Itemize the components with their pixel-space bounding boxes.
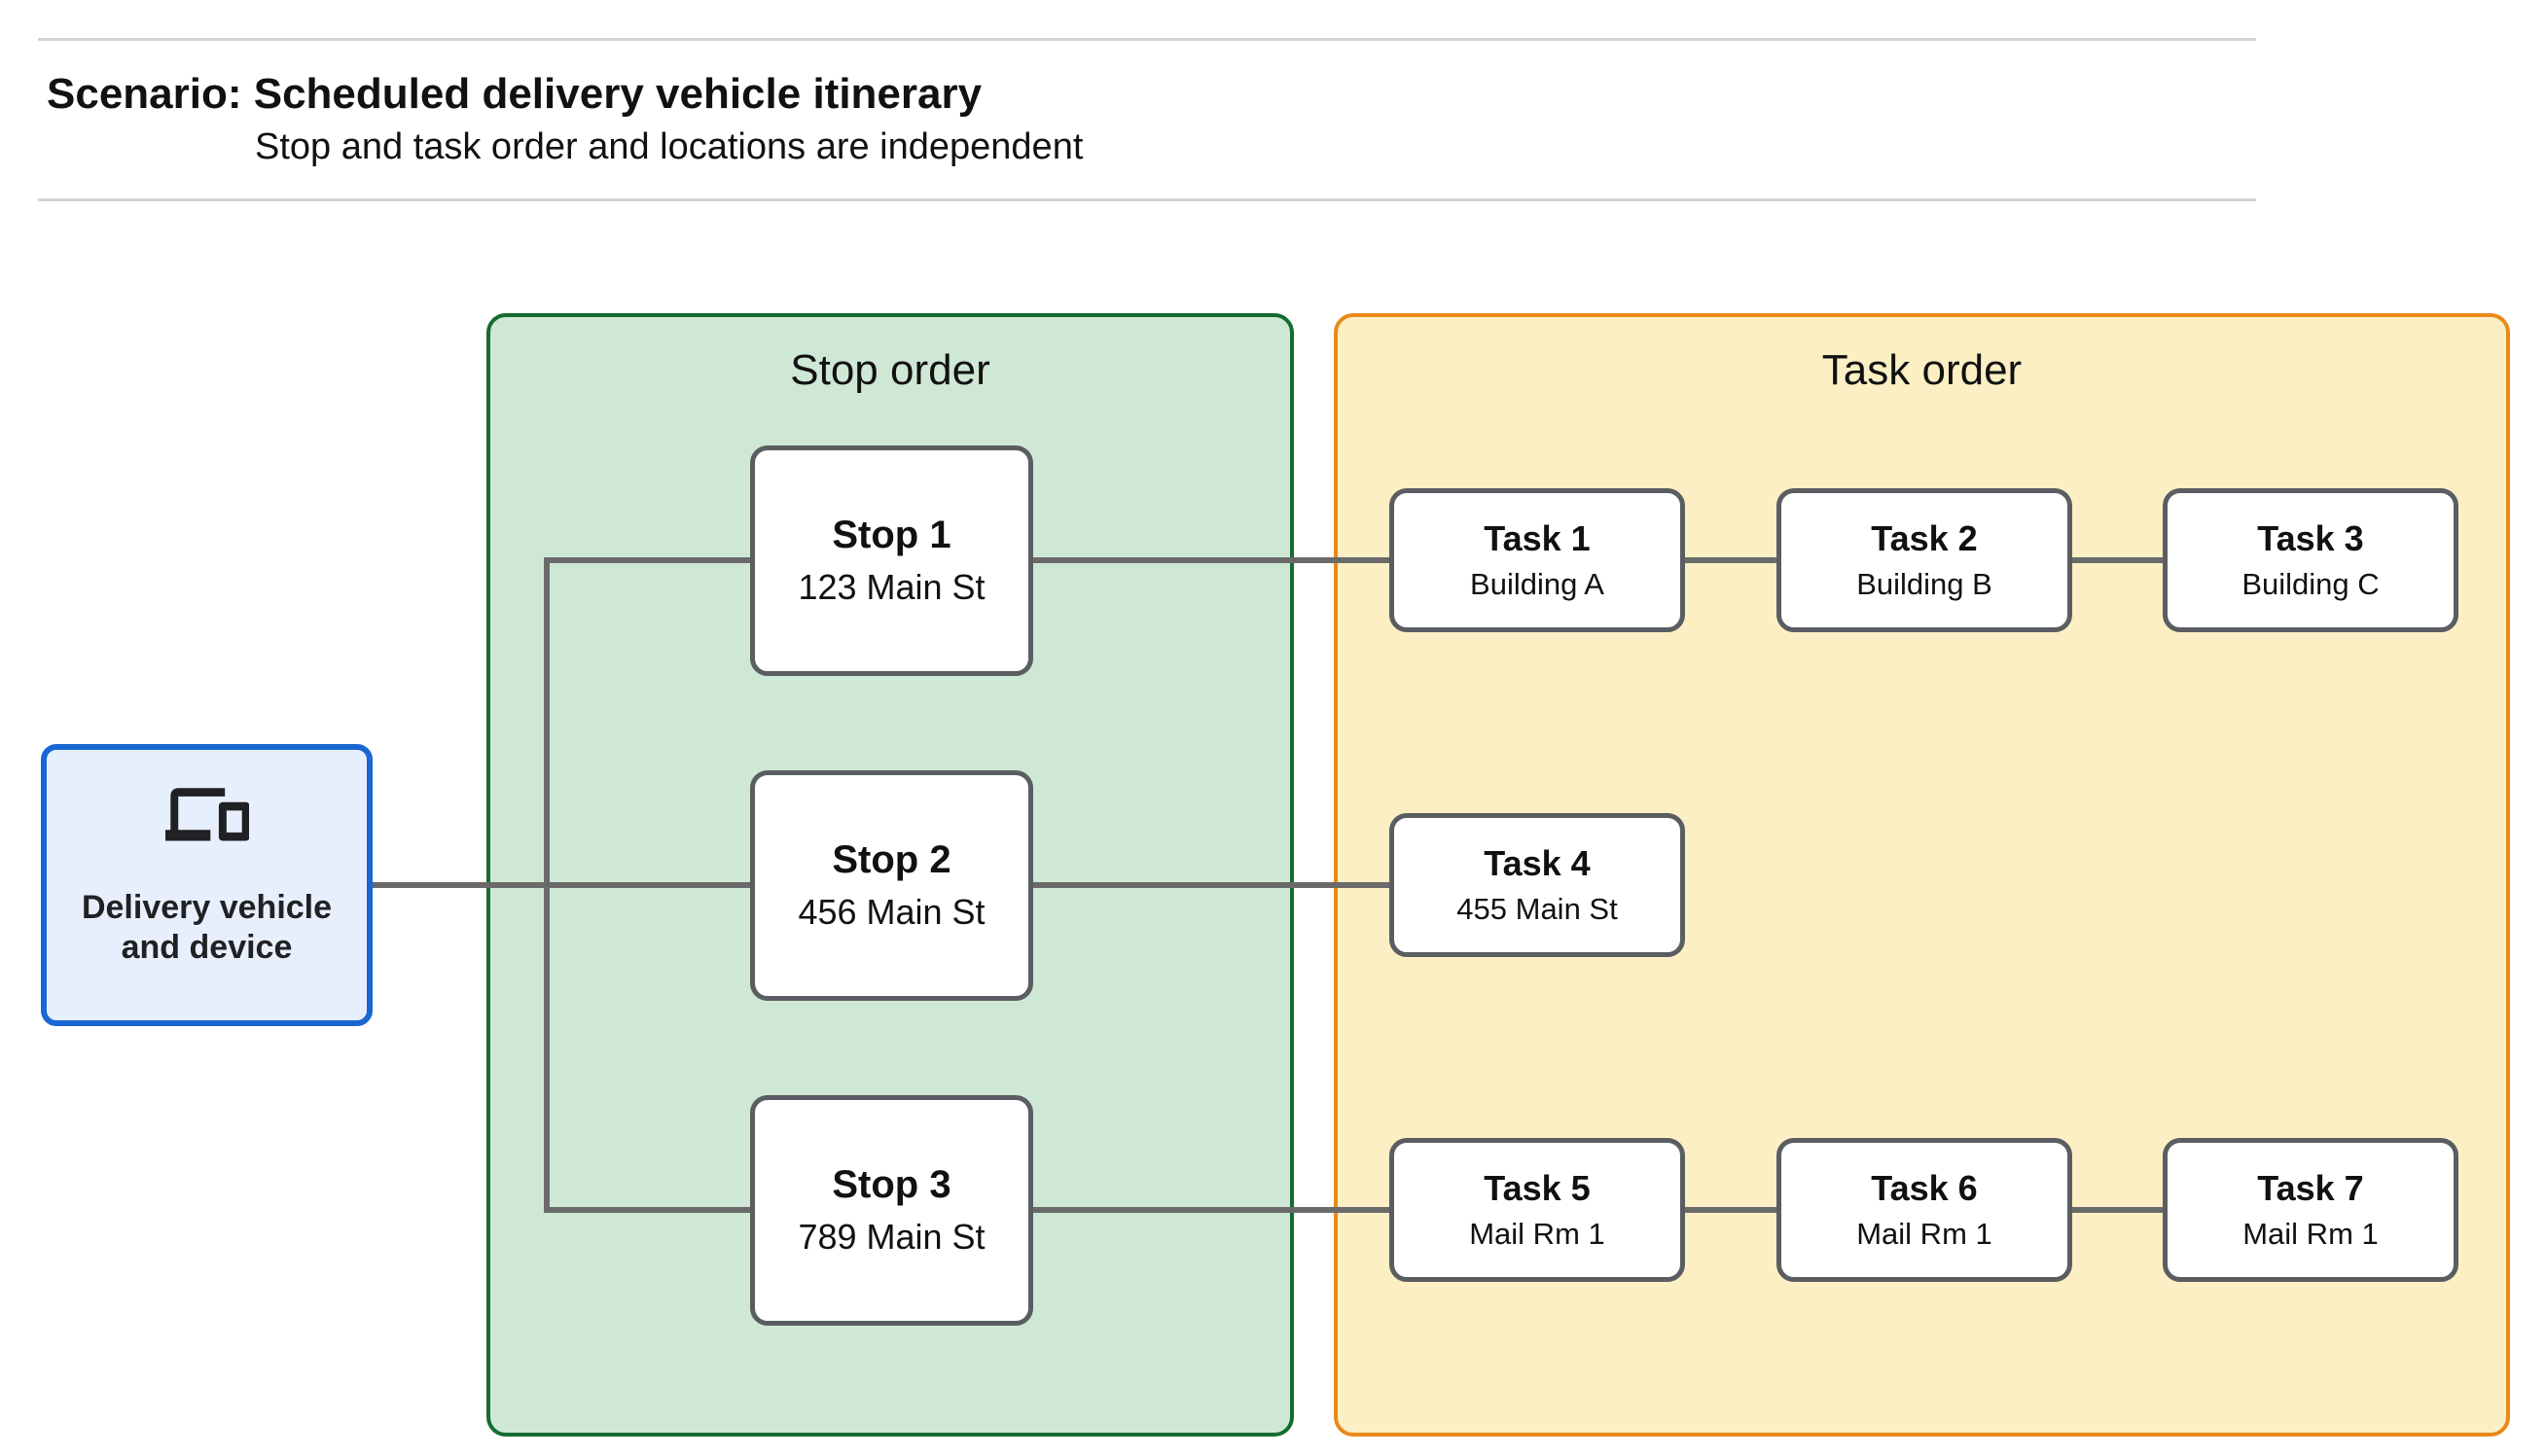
connector-line	[2072, 557, 2163, 563]
task-node: Task 4 455 Main St	[1389, 813, 1685, 957]
stop-node: Stop 2 456 Main St	[750, 769, 1033, 1001]
task-location: 455 Main St	[1456, 892, 1618, 926]
task-name: Task 3	[2257, 518, 2364, 558]
divider-top	[38, 38, 2256, 41]
stop-node: Stop 3 789 Main St	[750, 1094, 1033, 1326]
task-location: Mail Rm 1	[1469, 1217, 1605, 1251]
task-node: Task 5 Mail Rm 1	[1389, 1138, 1685, 1282]
task-name: Task 2	[1871, 518, 1978, 558]
connector-line	[1033, 1207, 1389, 1213]
page-subtitle: Stop and task order and locations are in…	[255, 126, 1084, 167]
task-name: Task 4	[1484, 843, 1591, 883]
stop-name: Stop 3	[832, 1162, 951, 1206]
connector-line	[2072, 1207, 2163, 1213]
stop-name: Stop 2	[832, 837, 951, 881]
connector-line	[1685, 1207, 1776, 1213]
connector-line	[1033, 882, 1389, 888]
devices-icon	[164, 788, 249, 841]
task-node: Task 7 Mail Rm 1	[2163, 1138, 2458, 1282]
task-name: Task 6	[1871, 1168, 1978, 1208]
task-location: Building C	[2241, 567, 2380, 601]
task-node: Task 2 Building B	[1776, 488, 2072, 632]
task-name: Task 1	[1484, 518, 1591, 558]
task-location: Mail Rm 1	[2242, 1217, 2379, 1251]
task-node: Task 1 Building A	[1389, 488, 1685, 632]
stop-node: Stop 1 123 Main St	[750, 444, 1033, 676]
task-node: Task 3 Building C	[2163, 488, 2458, 632]
connector-line	[1685, 557, 1776, 563]
task-location: Building B	[1856, 567, 1992, 601]
stop-location: 123 Main St	[798, 566, 986, 607]
divider-bottom	[38, 198, 2256, 201]
task-location: Mail Rm 1	[1856, 1217, 1992, 1251]
task-node: Task 6 Mail Rm 1	[1776, 1138, 2072, 1282]
task-order-title: Task order	[1821, 346, 2023, 394]
stop-name: Stop 1	[832, 513, 951, 556]
connector-line	[544, 557, 550, 1213]
connector-line	[544, 1207, 750, 1213]
delivery-vehicle-box: Delivery vehicle and device	[41, 744, 373, 1026]
connector-line	[544, 557, 750, 563]
task-name: Task 7	[2257, 1168, 2364, 1208]
stop-location: 789 Main St	[798, 1216, 986, 1257]
task-location: Building A	[1470, 567, 1604, 601]
page-title: Scenario: Scheduled delivery vehicle iti…	[47, 70, 983, 118]
task-name: Task 5	[1484, 1168, 1591, 1208]
vehicle-label: Delivery vehicle and device	[81, 889, 333, 967]
connector-line	[1033, 557, 1389, 563]
stop-order-title: Stop order	[790, 346, 990, 394]
connector-line	[373, 882, 750, 888]
stop-location: 456 Main St	[798, 891, 986, 932]
